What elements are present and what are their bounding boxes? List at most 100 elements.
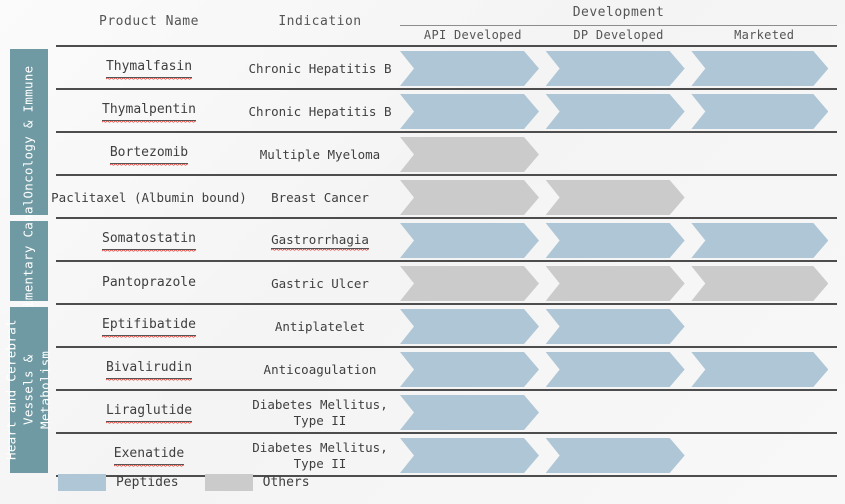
legend-item-other: Others bbox=[204, 474, 310, 491]
column-header-stage-1: DP Developed bbox=[573, 28, 664, 42]
stage-cell-2 bbox=[691, 176, 837, 219]
stage-header-row: API Developed DP Developed Marketed bbox=[400, 28, 837, 42]
stage-cell-1 bbox=[545, 262, 692, 305]
stage-cell-2 bbox=[691, 90, 837, 133]
table-row: Bivalirudin Anticoagulation bbox=[0, 348, 845, 391]
stage-chevron bbox=[400, 309, 539, 344]
stage-bars bbox=[400, 47, 837, 90]
stage-cell-0 bbox=[400, 434, 546, 477]
indication-cell: Breast Cancer bbox=[271, 189, 369, 205]
stage-chevron bbox=[545, 309, 685, 344]
stage-chevron bbox=[691, 94, 829, 129]
stage-chevron bbox=[400, 137, 539, 172]
stage-cell-2 bbox=[691, 219, 837, 262]
indication-cell: Antiplatelet bbox=[274, 318, 366, 334]
row-separator bbox=[56, 303, 837, 305]
row-separator bbox=[56, 217, 837, 219]
stage-bars bbox=[400, 391, 837, 434]
stage-cell-0 bbox=[400, 219, 546, 262]
category-block-0: Oncology & Immune bbox=[10, 49, 48, 215]
indication-cell: Diabetes Mellitus,Type II bbox=[252, 396, 388, 428]
stage-chevron bbox=[545, 266, 685, 301]
stage-chevron bbox=[400, 438, 539, 473]
indication-cell: Diabetes Mellitus,Type II bbox=[252, 439, 388, 471]
stage-cell-1 bbox=[545, 219, 692, 262]
stage-chevron bbox=[691, 352, 829, 387]
stage-chevron bbox=[691, 51, 829, 86]
indication-cell: Anticoagulation bbox=[263, 361, 377, 377]
stage-cell-1 bbox=[545, 176, 692, 219]
stage-cell-2 bbox=[691, 391, 837, 434]
stage-cell-2 bbox=[691, 348, 837, 391]
stage-cell-2 bbox=[691, 305, 837, 348]
product-name-cell: Bivalirudin bbox=[56, 348, 242, 391]
table-header: Product Name Indication Development API … bbox=[0, 0, 845, 44]
legend: Peptides Others bbox=[58, 474, 310, 491]
indication-cell: Multiple Myeloma bbox=[259, 146, 381, 162]
stage-cell-1 bbox=[545, 47, 692, 90]
row-separator bbox=[56, 475, 837, 477]
column-header-stage-0: API Developed bbox=[423, 28, 522, 42]
stage-chevron bbox=[691, 266, 829, 301]
stage-chevron bbox=[400, 266, 539, 301]
stage-chevron bbox=[545, 438, 685, 473]
stage-bars bbox=[400, 133, 837, 176]
stage-cell-0 bbox=[400, 391, 546, 434]
table-row: Exenatide Diabetes Mellitus,Type II bbox=[0, 434, 845, 477]
product-name-cell: Pantoprazole bbox=[102, 275, 196, 291]
legend-item-peptide: Peptides bbox=[58, 474, 179, 491]
stage-chevron bbox=[545, 51, 685, 86]
column-header-indication: Indication bbox=[278, 14, 362, 29]
row-separator bbox=[56, 88, 837, 90]
product-name-cell: Exenatide bbox=[56, 434, 242, 477]
legend-label: Others bbox=[262, 475, 310, 490]
column-header-product-name: Product Name bbox=[99, 14, 199, 29]
stage-cell-2 bbox=[691, 262, 837, 305]
stage-chevron bbox=[400, 352, 539, 387]
development-header-divider bbox=[400, 25, 837, 26]
stage-chevron bbox=[545, 223, 685, 258]
table-row: Bortezomib Multiple Myeloma bbox=[0, 133, 845, 176]
row-separator bbox=[56, 346, 837, 348]
stage-cell-0 bbox=[400, 305, 546, 348]
product-name-cell: Thymalpentin bbox=[56, 90, 242, 133]
product-name-cell: Thymalfasin bbox=[56, 47, 242, 90]
column-group-header-development: Development bbox=[572, 5, 665, 20]
product-name-cell: Bortezomib bbox=[56, 133, 242, 176]
row-separator bbox=[56, 260, 837, 262]
table-row: Pantoprazole Gastric Ulcer bbox=[0, 262, 845, 305]
product-name-cell: Paclitaxel (Albumin bound) bbox=[51, 189, 247, 205]
stage-cell-0 bbox=[400, 348, 546, 391]
indication-cell: Chronic Hepatitis B bbox=[248, 60, 392, 76]
stage-cell-1 bbox=[546, 133, 692, 176]
stage-cell-0 bbox=[400, 47, 546, 90]
stage-chevron bbox=[691, 223, 829, 258]
column-header-stage-2: Marketed bbox=[734, 28, 795, 42]
stage-cell-1 bbox=[546, 391, 692, 434]
row-separator bbox=[56, 432, 837, 434]
table-row: Paclitaxel (Albumin bound) Breast Cancer bbox=[0, 176, 845, 219]
stage-bars bbox=[400, 176, 837, 219]
stage-cell-2 bbox=[691, 47, 837, 90]
row-separator bbox=[56, 389, 837, 391]
product-name-cell: Liraglutide bbox=[56, 391, 242, 434]
stage-chevron bbox=[400, 180, 539, 215]
stage-cell-0 bbox=[400, 176, 546, 219]
row-separator bbox=[56, 174, 837, 176]
stage-cell-0 bbox=[400, 90, 546, 133]
header-bottom-rule bbox=[56, 45, 837, 47]
indication-cell: Gastric Ulcer bbox=[271, 275, 369, 291]
stage-chevron bbox=[400, 395, 539, 430]
stage-chevron bbox=[545, 180, 685, 215]
stage-chevron bbox=[400, 94, 539, 129]
stage-cell-0 bbox=[400, 133, 546, 176]
legend-swatch-peptide bbox=[58, 474, 106, 491]
table-row: Thymalfasin Chronic Hepatitis B bbox=[0, 47, 845, 90]
stage-chevron bbox=[545, 352, 685, 387]
stage-bars bbox=[400, 219, 837, 262]
category-block-2: Heart and Cerebral Vessels & Metabolism bbox=[4, 307, 52, 473]
stage-bars bbox=[400, 348, 837, 391]
